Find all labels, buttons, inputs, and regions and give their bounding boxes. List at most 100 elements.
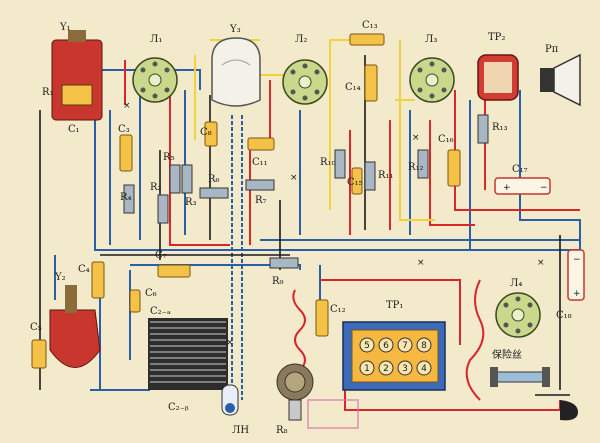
- resistor-R3: [181, 164, 193, 194]
- label-R3: R₃: [185, 197, 197, 208]
- resistor-R12: [417, 149, 429, 179]
- resistor-R6: [199, 187, 229, 199]
- variable-capacitor-C2: [148, 318, 228, 390]
- pilot-lamp-LN: [221, 384, 239, 416]
- resistor-R7: [245, 179, 275, 191]
- label-R2: R₂: [150, 182, 162, 193]
- terminal-board-TP1: 5 6 7 8 1 2 3 4: [342, 321, 446, 391]
- electrolytic-C18: [567, 249, 585, 301]
- label-L3: Л₃: [425, 34, 437, 45]
- label-C17: C₁₇: [512, 164, 528, 175]
- ink-stamp: [307, 399, 359, 429]
- capacitor-C6: [129, 289, 141, 313]
- label-R9: R₉: [272, 276, 284, 287]
- label-C2b: C₂₋ᵦ: [168, 402, 189, 413]
- label-R6: R₆: [208, 174, 220, 185]
- resistor-R9: [269, 257, 299, 269]
- label-Y2: Y₂: [54, 272, 66, 283]
- label-R11: R₁₁: [378, 170, 394, 181]
- label-R8: R₈: [276, 425, 288, 436]
- label-Y3: Y₃: [229, 24, 241, 35]
- test-point-x4: ×: [417, 258, 425, 268]
- capacitor-C12: [315, 299, 329, 337]
- test-point-x2: ×: [290, 173, 298, 183]
- label-C14: C₁₄: [345, 82, 361, 93]
- capacitor-C11: [247, 137, 275, 151]
- terminal-7: 7: [402, 341, 408, 351]
- terminal-5: 5: [364, 341, 370, 351]
- label-C7: C₇: [155, 250, 167, 261]
- label-R7: R₇: [255, 195, 267, 206]
- label-Pn: Pп: [545, 44, 559, 55]
- label-L1: Л₁: [150, 34, 162, 45]
- yellow-wires: [194, 39, 435, 221]
- terminal-2: 2: [383, 364, 389, 374]
- label-C8: C₈: [200, 127, 212, 138]
- label-C13: C₁₃: [362, 20, 378, 31]
- label-C3: C₃: [118, 124, 130, 135]
- c17-minus: −: [540, 183, 548, 193]
- label-R1: R₁: [42, 87, 54, 98]
- label-L2: Л₂: [295, 34, 307, 45]
- power-plug: [560, 400, 578, 421]
- test-point-x5: ×: [537, 258, 545, 268]
- test-point-x3: ×: [412, 133, 420, 143]
- terminal-1: 1: [364, 364, 370, 374]
- test-point-x1: ×: [123, 101, 131, 111]
- resistor-R4: [123, 184, 135, 214]
- label-R5: R₅: [163, 152, 175, 163]
- label-R13: R₁₃: [492, 122, 508, 133]
- label-C2a: C₂₋ₐ: [150, 306, 171, 317]
- label-R12: R₁₂: [408, 162, 424, 173]
- label-C6: C₆: [145, 288, 157, 299]
- terminal-6: 6: [383, 341, 389, 351]
- tube-socket-L2: [282, 59, 328, 105]
- label-C15: C₁₅: [347, 177, 363, 188]
- capacitor-C5: [31, 339, 47, 369]
- resistor-R11: [364, 161, 376, 191]
- label-R10: R₁₀: [320, 157, 336, 168]
- resistor-R5: [169, 164, 181, 194]
- c17-plus: +: [503, 183, 511, 193]
- c18-minus: −: [573, 255, 581, 265]
- label-TP2: TP₂: [488, 32, 505, 43]
- capacitor-C14: [364, 64, 378, 102]
- output-transformer-TP2: [477, 54, 519, 101]
- label-L4: Л₄: [510, 278, 522, 289]
- capacitor-C3: [119, 134, 133, 172]
- label-LN: ЛН: [232, 425, 249, 436]
- label-C1: C₁: [68, 124, 80, 135]
- terminal-4: 4: [421, 364, 427, 374]
- shield-can-Y3: [211, 37, 261, 107]
- label-R4: R₄: [120, 192, 132, 203]
- red-wires: [124, 60, 580, 411]
- fuse-holder: [490, 367, 550, 387]
- terminal-3: 3: [402, 364, 408, 374]
- coil-Y2: [49, 285, 101, 368]
- tube-socket-L4: [495, 292, 541, 338]
- label-C18: C₁₈: [556, 310, 572, 321]
- tube-socket-L3: [409, 57, 455, 103]
- resistor-R2: [157, 194, 169, 224]
- tube-socket-L1: [132, 57, 178, 103]
- label-C4: C₄: [78, 264, 90, 275]
- label-fuse: 保险丝: [492, 348, 522, 361]
- resistor-R10: [334, 149, 346, 179]
- label-C5: C₅: [30, 322, 42, 333]
- label-TP1: TP₁: [386, 300, 403, 311]
- label-C12: C₁₂: [330, 304, 346, 315]
- terminal-8: 8: [421, 341, 427, 351]
- potentiometer-R8: [276, 363, 314, 421]
- resistor-R13: [477, 114, 489, 144]
- electrolytic-C17: [494, 177, 551, 195]
- c18-plus: +: [573, 289, 581, 299]
- label-Y1: Y₁: [59, 22, 71, 33]
- speaker-Pn: [540, 53, 581, 107]
- capacitor-C16: [447, 149, 461, 187]
- label-C16: C₁₆: [438, 134, 454, 145]
- test-point-x6: ×: [226, 338, 234, 348]
- capacitor-C7: [157, 264, 191, 278]
- capacitor-C13: [349, 33, 385, 46]
- capacitor-C8: [204, 121, 218, 147]
